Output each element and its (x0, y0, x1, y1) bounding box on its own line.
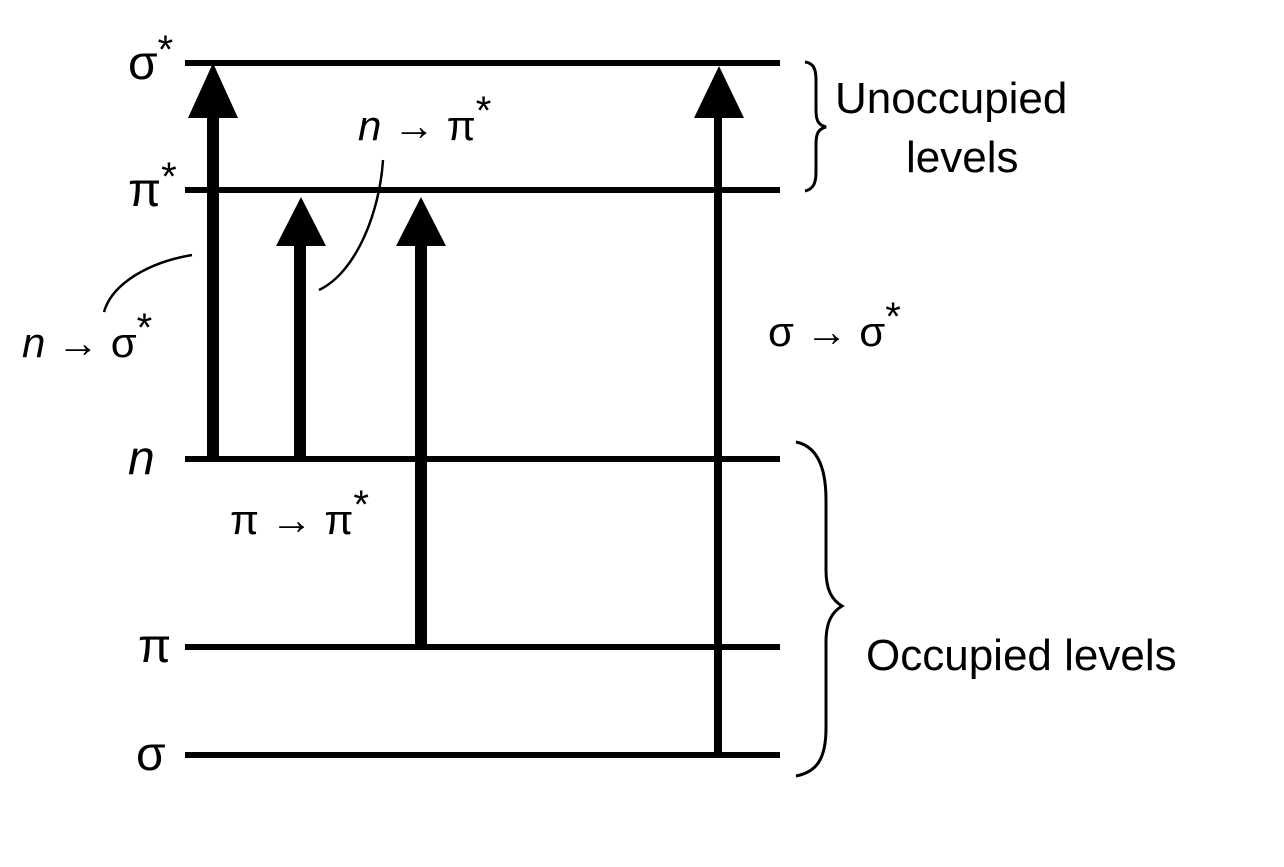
transition-label-n-pi-star: n → π* (358, 89, 491, 149)
group-label-unoccupied-line2: levels (906, 133, 1019, 182)
arrow-n-to-sigma-star (188, 63, 238, 459)
brace-unoccupied (804, 60, 827, 193)
arrow-sigma-to-sigma-star (694, 66, 744, 755)
level-label-sigma: σ (136, 728, 166, 781)
transition-label-n-sigma-star: n → σ* (22, 306, 152, 366)
group-label-occupied: Occupied levels (866, 631, 1177, 680)
group-label-unoccupied-line1: Unoccupied (835, 74, 1067, 123)
level-label-pi-star: π* (128, 155, 177, 217)
leader-curve-n-sigma-star (102, 253, 193, 313)
level-label-n: n (128, 432, 155, 485)
transition-label-pi-pi-star: π → π* (230, 483, 369, 543)
level-label-pi: π (138, 620, 171, 673)
brace-occupied (795, 440, 845, 778)
arrow-n-to-pi-star (276, 197, 326, 459)
level-label-sigma-star: σ* (128, 28, 173, 90)
transition-label-sigma-sigma-star: σ → σ* (768, 295, 901, 355)
leader-curve-n-pi-star (318, 159, 385, 292)
arrow-pi-to-pi-star (396, 197, 446, 647)
